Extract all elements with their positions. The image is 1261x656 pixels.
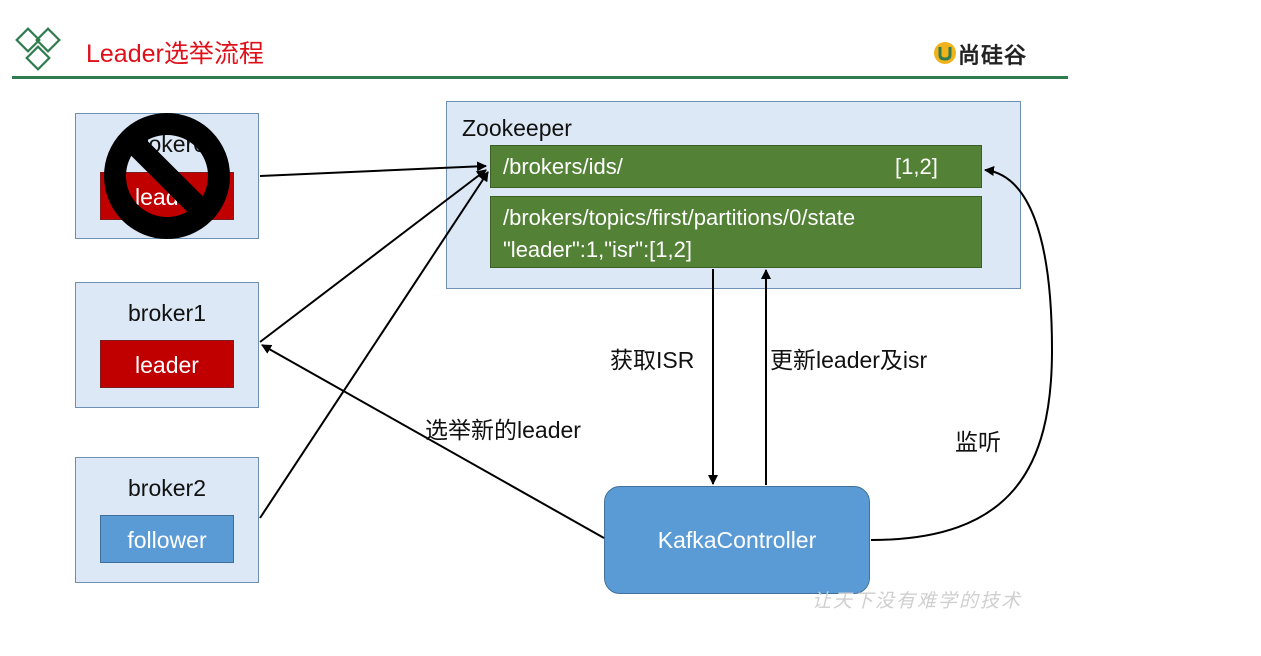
zookeeper-title: Zookeeper <box>462 115 572 141</box>
zk-ids-value: [1,2] <box>895 154 938 179</box>
zk-state-node: /brokers/topics/first/partitions/0/state… <box>490 196 982 268</box>
broker1-to-zk-arrow <box>259 169 487 343</box>
broker2-box: broker2 follower <box>75 457 259 583</box>
elect-leader-label: 选举新的leader <box>425 417 581 443</box>
footer-motto: 让天下没有难学的技术 <box>812 591 1023 612</box>
brand-logo-icon <box>934 42 956 64</box>
broker2-role: follower <box>100 515 234 563</box>
broker1-role: leader <box>100 340 234 388</box>
get-isr-label: 获取ISR <box>610 347 695 373</box>
prohibited-icon <box>104 113 230 239</box>
watch-arrow <box>870 166 1054 541</box>
kafka-controller: KafkaController <box>604 486 870 594</box>
controller-to-broker1-arrow <box>261 344 605 539</box>
diamond-logo-icon <box>15 27 61 71</box>
update-leader-label: 更新leader及isr <box>770 347 928 373</box>
header-divider <box>12 76 1068 79</box>
page-title: Leader选举流程 <box>86 40 264 68</box>
broker1-box: broker1 leader <box>75 282 259 408</box>
zk-state-value: "leader":1,"isr":[1,2] <box>503 237 692 262</box>
broker2-to-zk-arrow <box>259 171 489 519</box>
zk-state-path: /brokers/topics/first/partitions/0/state <box>503 205 856 230</box>
brand-name: 尚硅谷 <box>958 43 1028 68</box>
broker2-label: broker2 <box>128 475 206 501</box>
watch-label: 监听 <box>955 429 1001 455</box>
broker1-label: broker1 <box>128 300 206 326</box>
broker0-to-zk-arrow <box>259 161 487 177</box>
zk-ids-path: /brokers/ids/ <box>503 154 623 179</box>
zk-ids-node: /brokers/ids/ [1,2] <box>490 145 982 188</box>
